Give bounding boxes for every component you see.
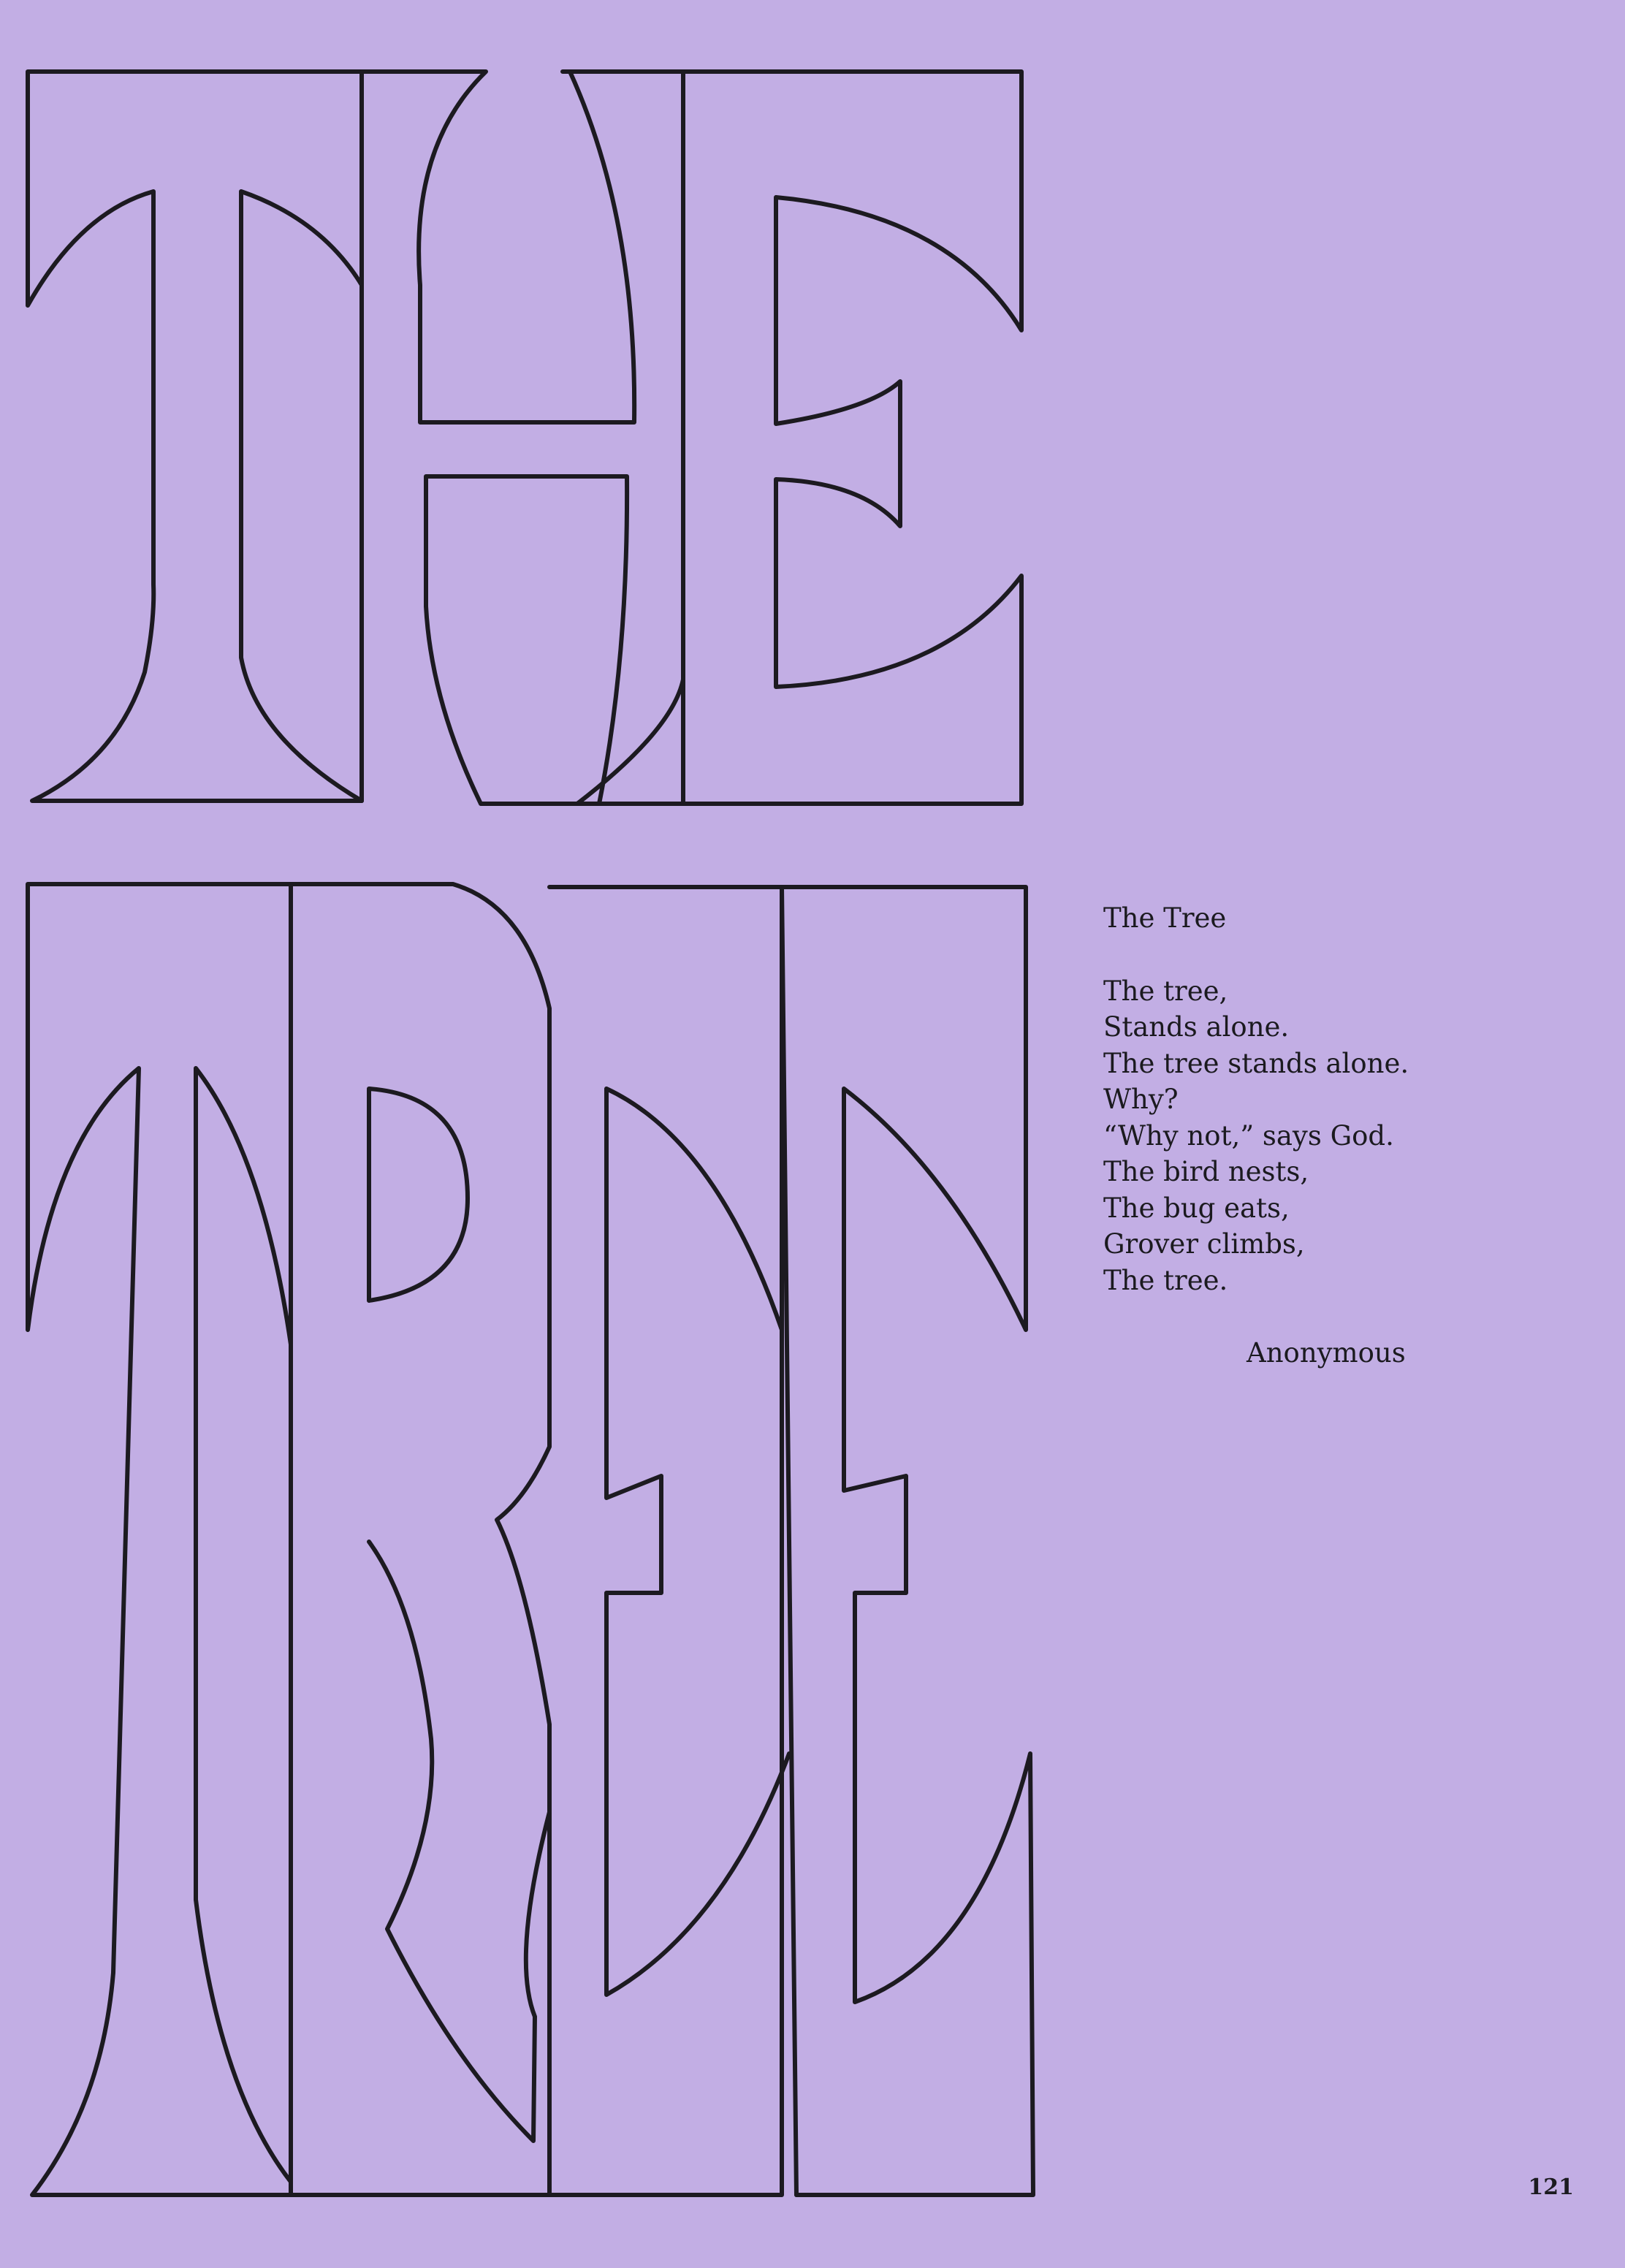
letter-e-outline-2 bbox=[547, 885, 784, 2197]
letter-e-divider-2 bbox=[780, 885, 799, 2197]
poem-line: Why? bbox=[1103, 1084, 1179, 1115]
poem-line: Grover climbs, bbox=[1103, 1228, 1305, 1260]
letter-t-inner-stroke-2 bbox=[194, 1066, 293, 2184]
letter-t-outline-2 bbox=[26, 882, 293, 2197]
poem-line: “Why not,” says God. bbox=[1103, 1119, 1394, 1152]
poem-lines: The tree, Stands alone. The tree stands … bbox=[1103, 973, 1512, 1299]
poem-line: The bird nests, bbox=[1103, 1156, 1309, 1187]
letter-e-outline-3 bbox=[780, 885, 1035, 2197]
page-number: 121 bbox=[1528, 2174, 1574, 2200]
poem-title: The Tree bbox=[1103, 902, 1227, 934]
word-the-outline bbox=[26, 69, 1024, 806]
letter-t-outline-1 bbox=[26, 69, 364, 803]
letter-e-inner-2 bbox=[604, 1087, 791, 1997]
letter-r-outline bbox=[289, 882, 552, 2197]
poem-line: The tree stands alone. bbox=[1103, 1047, 1409, 1079]
letter-r-bowl bbox=[367, 1087, 470, 1303]
letter-e-outline bbox=[560, 69, 1024, 806]
poem-line: The tree. bbox=[1103, 1264, 1228, 1296]
letter-r-leg bbox=[367, 1540, 552, 2143]
poem-author: Anonymous bbox=[1247, 1337, 1406, 1369]
poem-block: The Tree The tree, Stands alone. The tre… bbox=[1103, 900, 1512, 1371]
poem-line: Stands alone. bbox=[1103, 1011, 1290, 1043]
poem-line: The tree, bbox=[1103, 975, 1228, 1007]
letter-t-inner-stroke-1 bbox=[239, 189, 364, 803]
letter-h-outline bbox=[359, 69, 685, 806]
poem-line: The bug eats, bbox=[1103, 1192, 1290, 1224]
word-tree-outline bbox=[26, 882, 1035, 2197]
